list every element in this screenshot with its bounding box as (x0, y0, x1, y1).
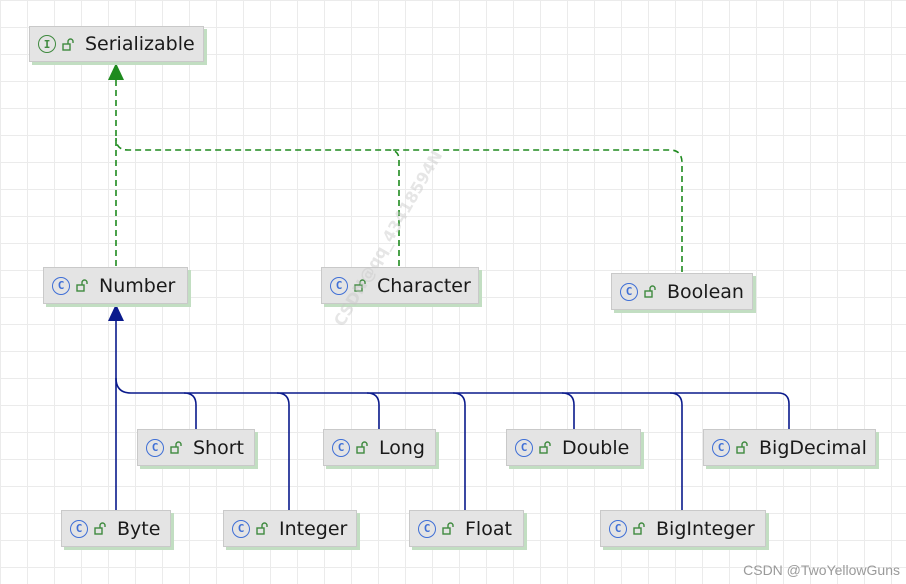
extends-edges (115, 320, 790, 511)
open-lock-icon (76, 279, 88, 292)
open-lock-icon (356, 441, 368, 454)
class-icon: C (146, 438, 164, 457)
implements-edges (115, 78, 683, 272)
node-label: Double (562, 436, 630, 459)
open-lock-icon (736, 441, 748, 454)
edge-long-number (366, 392, 380, 430)
class-icon: C (620, 282, 638, 301)
node-label: Float (465, 517, 512, 540)
node-label: Short (193, 436, 244, 459)
class-icon: C (232, 519, 250, 538)
extends-arrowhead (108, 304, 124, 321)
interface-icon: I (38, 35, 56, 53)
node-short[interactable]: C Short (137, 429, 255, 466)
open-lock-icon (62, 37, 74, 51)
node-biginteger[interactable]: C BigInteger (600, 510, 766, 547)
node-boolean[interactable]: C Boolean (611, 273, 753, 310)
class-icon: C (712, 438, 730, 457)
node-label: Serializable (85, 33, 195, 55)
open-lock-icon (256, 522, 268, 535)
class-icon: C (70, 519, 88, 538)
credit-text: CSDN @TwoYellowGuns (743, 562, 900, 578)
node-label: Integer (279, 517, 348, 540)
node-byte[interactable]: C Byte (61, 510, 171, 547)
open-lock-icon (94, 522, 106, 535)
class-icon: C (332, 438, 350, 457)
open-lock-icon (442, 522, 454, 535)
node-label: Long (379, 436, 425, 459)
node-label: Byte (117, 517, 161, 540)
edge-bus (115, 377, 790, 430)
class-icon: C (418, 519, 436, 538)
class-icon: C (515, 438, 533, 457)
node-number[interactable]: C Number (43, 267, 188, 304)
class-icon: C (609, 519, 627, 538)
edge-character-serializable (115, 137, 400, 266)
node-label: Character (377, 274, 471, 297)
node-label: Number (99, 274, 176, 297)
edge-short-number (183, 392, 197, 430)
open-lock-icon (644, 285, 656, 298)
edge-float-number (452, 392, 466, 511)
class-icon: C (52, 276, 70, 295)
implements-arrowhead (108, 63, 124, 80)
node-label: BigDecimal (759, 436, 867, 459)
open-lock-icon (633, 522, 645, 535)
class-icon: C (330, 276, 348, 295)
node-bigdecimal[interactable]: C BigDecimal (703, 429, 876, 466)
open-lock-icon (170, 441, 182, 454)
node-label: Boolean (667, 280, 744, 303)
open-lock-icon (539, 441, 551, 454)
node-integer[interactable]: C Integer (223, 510, 357, 547)
node-character[interactable]: C Character (321, 267, 479, 304)
open-lock-icon (354, 279, 366, 292)
node-label: BigInteger (656, 517, 755, 540)
edge-double-number (561, 392, 575, 430)
node-double[interactable]: C Double (506, 429, 641, 466)
node-long[interactable]: C Long (323, 429, 436, 466)
edge-biginteger-number (669, 392, 683, 511)
edge-integer-number (276, 392, 290, 511)
node-serializable[interactable]: I Serializable (29, 26, 204, 62)
node-float[interactable]: C Float (409, 510, 524, 547)
